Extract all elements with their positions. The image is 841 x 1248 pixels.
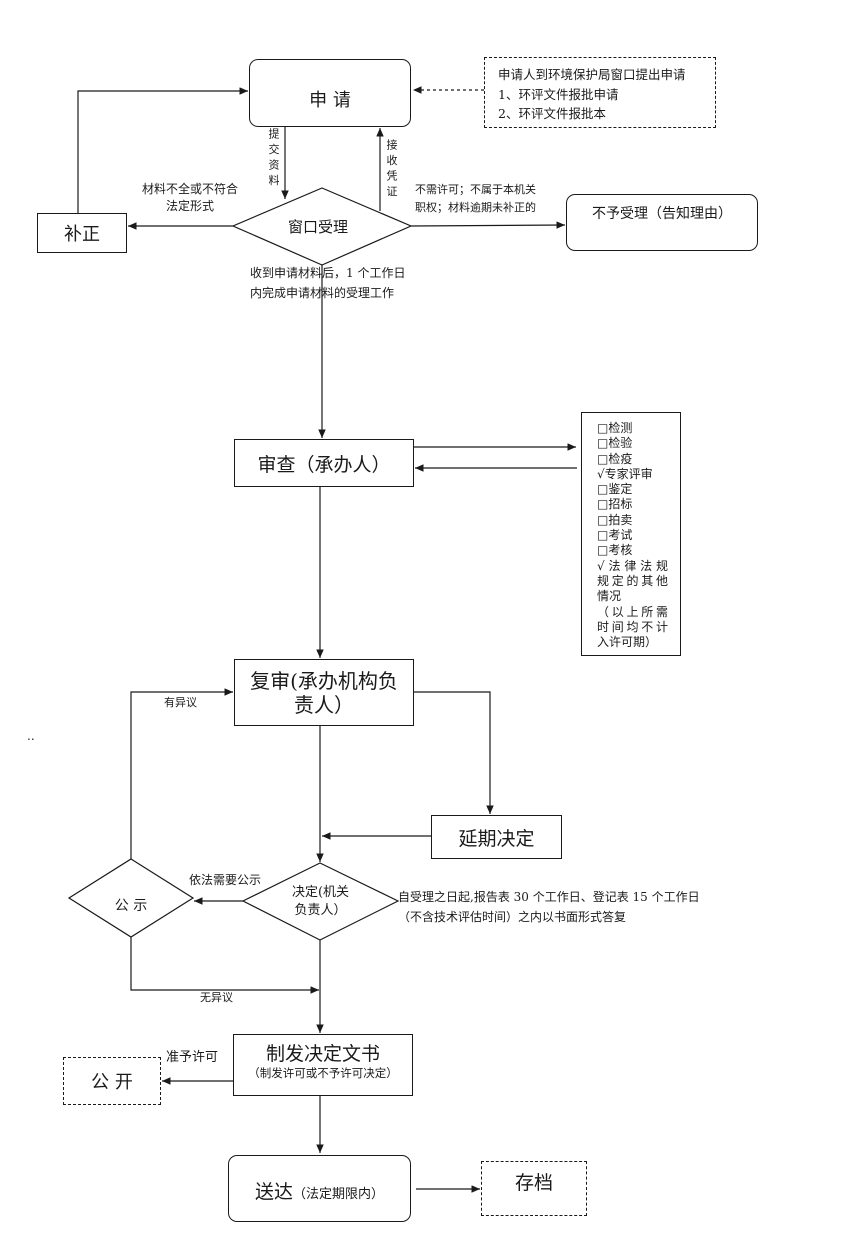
apply-label: 申 请	[309, 90, 351, 111]
publicity-label: 公 示	[114, 898, 148, 914]
issue-document-node: 制发决定文书 （制发许可或不予许可决定）	[233, 1034, 413, 1096]
delivery-note: （法定期限内）	[293, 1186, 385, 1202]
margin-mark: ..	[27, 729, 35, 743]
rejection-conditions-line: 不需许可；不属于本机关	[415, 183, 536, 196]
procedure-note-line: 入许可期）	[597, 635, 658, 650]
review-label: 审查（承办人）	[257, 453, 391, 476]
procedure-other-line: 情况	[597, 589, 622, 604]
apply-node: 申 请	[249, 59, 411, 127]
no-objection-label: 无异议	[200, 991, 233, 1004]
applicant-note-box: 申请人到环境保护局窗口提出申请 1、环评文件报批申请 2、环评文件报批本	[484, 57, 716, 128]
archive-label: 存档	[514, 1172, 553, 1194]
acceptance-time-line: 收到申请材料后，1 个工作日	[250, 266, 406, 280]
receive-receipt-label: 接收凭证	[385, 139, 398, 201]
objection-label: 有异议	[164, 696, 197, 709]
arrow-acceptance-to-rejection	[410, 221, 566, 229]
second-review-line: 复审(承办机构负	[250, 668, 398, 693]
procedure-other-line: 规定的其他	[597, 573, 668, 588]
procedure-item: □检测	[597, 421, 633, 435]
publicity-required-label: 依法需要公示	[189, 873, 262, 887]
archive-node: 存档	[481, 1161, 587, 1216]
rejection-label: 不予受理（告知理由）	[592, 206, 732, 222]
decision-deadline-line: 自受理之日起,报告表 30 个工作日、登记表 15 个工作日	[398, 890, 700, 904]
disclosure-label: 公 开	[91, 1072, 133, 1093]
decision-line: 负责人）	[294, 902, 347, 918]
second-review-line: 责人）	[294, 692, 354, 717]
correction-node: 补正	[37, 213, 127, 253]
second-review-node: 复审(承办机构负 责人）	[234, 659, 414, 726]
procedure-item: □招标	[597, 497, 633, 512]
review-node: 审查（承办人）	[234, 439, 414, 487]
postponement-label: 延期决定	[458, 827, 535, 850]
special-procedures-box: □检测 □检验 □检疫 √专家评审 □鉴定 □招标 □拍卖 □考试 □考核 √法…	[581, 412, 681, 656]
delivery-node: 送达（法定期限内）	[228, 1155, 411, 1222]
arrow-second-review-to-postponement	[414, 691, 494, 814]
publicity-node: 公 示	[69, 859, 193, 937]
procedure-note-line: 时间均不计	[597, 619, 668, 634]
applicant-note-line: 1、环评文件报批申请	[498, 86, 619, 102]
disclosure-node: 公 开	[63, 1057, 161, 1105]
arrow-publicity-no-objection	[130, 937, 319, 994]
procedure-item: □考核	[597, 543, 633, 558]
submit-materials-label: 提交资料	[267, 128, 280, 190]
procedure-item: □检验	[597, 436, 633, 451]
issue-document-subtitle: （制发许可或不予许可决定）	[248, 1066, 398, 1080]
procedure-other-line: √法律法规	[597, 558, 668, 573]
decision-deadline-line: （不含技术评估时间）之内以书面形式答复	[398, 910, 627, 924]
rejection-conditions-line: 职权；材料逾期未补正的	[415, 201, 536, 214]
incomplete-materials-line: 法定形式	[165, 199, 215, 213]
procedure-item: √专家评审	[597, 466, 653, 481]
acceptance-time-note: 收到申请材料后，1 个工作日 内完成申请材料的受理工作	[250, 263, 405, 303]
correction-label: 补正	[64, 224, 100, 245]
acceptance-time-line: 内完成申请材料的受理工作	[250, 286, 395, 300]
rejection-node: 不予受理（告知理由）	[566, 194, 758, 251]
procedure-item: □检疫	[597, 451, 633, 466]
delivery-text: 送达（法定期限内）	[255, 1177, 384, 1204]
procedure-item: □鉴定	[597, 482, 633, 497]
permit-granted-label: 准予许可	[166, 1050, 219, 1065]
decision-deadline-note: 自受理之日起,报告表 30 个工作日、登记表 15 个工作日 （不含技术评估时间…	[398, 887, 700, 927]
incomplete-materials-label: 材料不全或不符合 法定形式	[142, 181, 238, 215]
applicant-note-line: 申请人到环境保护局窗口提出申请	[498, 67, 686, 82]
arrow-correction-to-apply	[77, 87, 248, 213]
delivery-label: 送达	[254, 1180, 293, 1203]
issue-document-title: 制发决定文书	[265, 1043, 380, 1065]
incomplete-materials-line: 材料不全或不符合	[141, 182, 239, 196]
arrow-publicity-objection	[130, 688, 233, 859]
procedure-item: □拍卖	[597, 512, 633, 527]
decision-node: 决定(机关 负责人）	[243, 863, 398, 940]
procedure-note-line: （以上所需	[597, 604, 668, 619]
postponement-node: 延期决定	[431, 815, 562, 859]
procedure-item: □考试	[597, 528, 633, 543]
acceptance-node: 窗口受理	[233, 188, 411, 265]
applicant-note-line: 2、环评文件报批本	[498, 106, 606, 121]
acceptance-label: 窗口受理	[287, 218, 348, 236]
rejection-conditions-label: 不需许可；不属于本机关 职权；材料逾期未补正的	[415, 181, 536, 217]
decision-line: 决定(机关	[291, 884, 350, 900]
